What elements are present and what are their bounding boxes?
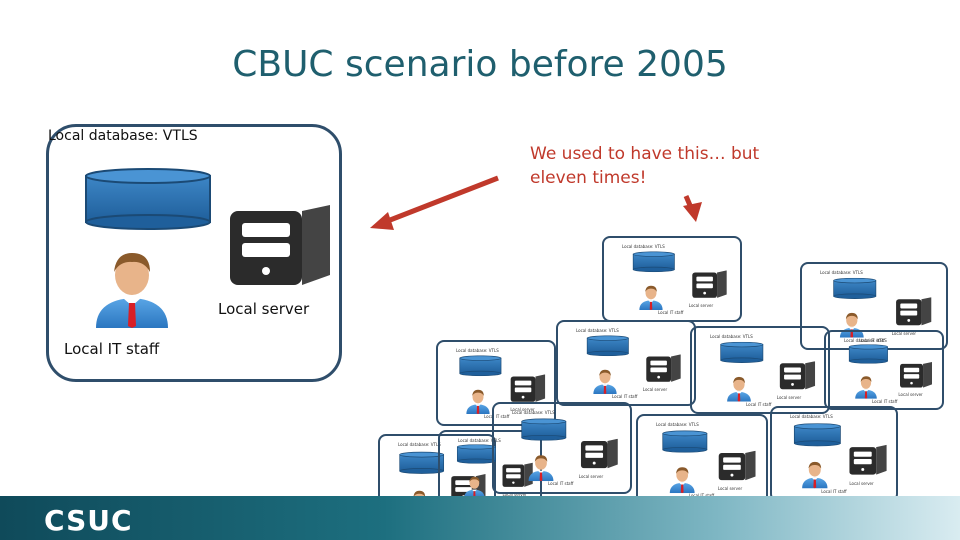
arrow-to-main-box — [370, 175, 499, 230]
mini-database-label: Local database: VTLS — [576, 328, 619, 333]
mini-staff-label: Local IT staff — [821, 488, 847, 494]
mini-staff-label: Local IT staff — [612, 393, 638, 399]
mini-server-label: Local server — [578, 473, 604, 479]
mini-database-label: Local database: VTLS — [656, 422, 699, 427]
mini-staff-label: Local IT staff — [548, 481, 574, 487]
mini-server-icon — [896, 297, 932, 326]
mini-server-label: Local server — [510, 407, 535, 413]
footer-bar — [0, 496, 960, 540]
mini-database-icon — [720, 341, 764, 363]
arrow-to-mini-boxes — [683, 195, 702, 222]
mini-database-icon — [459, 355, 502, 377]
annotation-line-2: eleven times! — [530, 168, 647, 188]
mini-person-icon — [727, 376, 751, 402]
staff-label: Local IT staff — [64, 340, 160, 358]
mini-database-label: Local database: VTLS — [456, 348, 499, 353]
mini-server-icon — [849, 444, 887, 475]
mini-server-label: Local server — [642, 387, 668, 393]
mini-person-icon — [639, 285, 663, 310]
mini-staff-label: Local IT staff — [658, 309, 684, 315]
mini-server-icon — [718, 450, 756, 481]
mini-database-label: Local database: VTLS — [844, 338, 887, 343]
mini-database-icon — [632, 251, 675, 273]
mini-server-label: Local server — [891, 330, 917, 336]
csuc-logo: CSUC — [44, 504, 133, 537]
mini-server-label: Local server — [898, 392, 923, 398]
mini-person-icon — [593, 369, 617, 394]
mini-server-label: Local server — [717, 485, 743, 491]
mini-database-icon — [833, 277, 877, 299]
person-icon — [96, 253, 168, 328]
mini-database-icon — [456, 444, 496, 464]
mini-database-label: Local database: VTLS — [622, 244, 665, 249]
mini-library-box — [492, 402, 632, 494]
server-icon — [230, 205, 330, 285]
database-label: Local database: VTLS — [48, 128, 198, 144]
mini-person-icon — [802, 461, 828, 489]
mini-database-label: Local database: VTLS — [458, 438, 501, 443]
mini-person-icon — [855, 376, 877, 399]
mini-server-icon — [510, 374, 546, 402]
main-library-box — [46, 124, 342, 382]
mini-staff-label: Local IT staff — [484, 413, 510, 419]
mini-staff-label: Local IT staff — [859, 337, 885, 343]
mini-person-icon — [528, 455, 554, 482]
mini-database-label: Local database: VTLS — [820, 270, 863, 275]
mini-database-label: Local database: VTLS — [790, 414, 833, 419]
mini-person-icon — [466, 389, 490, 414]
mini-server-icon — [580, 438, 618, 469]
mini-database-icon — [793, 423, 841, 447]
mini-database-icon — [586, 335, 629, 357]
mini-database-label: Local database: VTLS — [512, 410, 555, 415]
server-label: Local server — [218, 300, 310, 318]
mini-library-box — [690, 326, 830, 414]
mini-library-box — [436, 340, 556, 426]
mini-database-icon — [521, 418, 567, 441]
mini-database-icon — [662, 430, 708, 453]
mini-server-icon — [779, 361, 816, 390]
mini-server-icon — [646, 354, 681, 382]
mini-staff-label: Local IT staff — [746, 401, 772, 407]
database-icon — [85, 168, 211, 230]
mini-server-icon — [692, 270, 727, 298]
mini-person-icon — [669, 467, 695, 494]
mini-server-label: Local server — [849, 480, 874, 486]
page-title: CBUC scenario before 2005 — [232, 44, 728, 85]
mini-database-label: Local database: VTLS — [710, 334, 753, 339]
mini-server-icon — [900, 362, 932, 388]
mini-server-label: Local server — [776, 394, 802, 400]
mini-server-label: Local server — [688, 303, 714, 309]
annotation-line-1: We used to have this… but — [530, 144, 760, 164]
mini-staff-label: Local IT staff — [872, 398, 898, 404]
mini-staff-label: Local IT staff — [689, 493, 714, 498]
mini-database-icon — [848, 344, 888, 364]
mini-server-label: Local server — [502, 492, 527, 498]
mini-library-box — [824, 330, 944, 410]
mini-database-label: Local database: VTLS — [398, 442, 441, 447]
annotation-note: We used to have this… but eleven times! — [530, 142, 759, 190]
